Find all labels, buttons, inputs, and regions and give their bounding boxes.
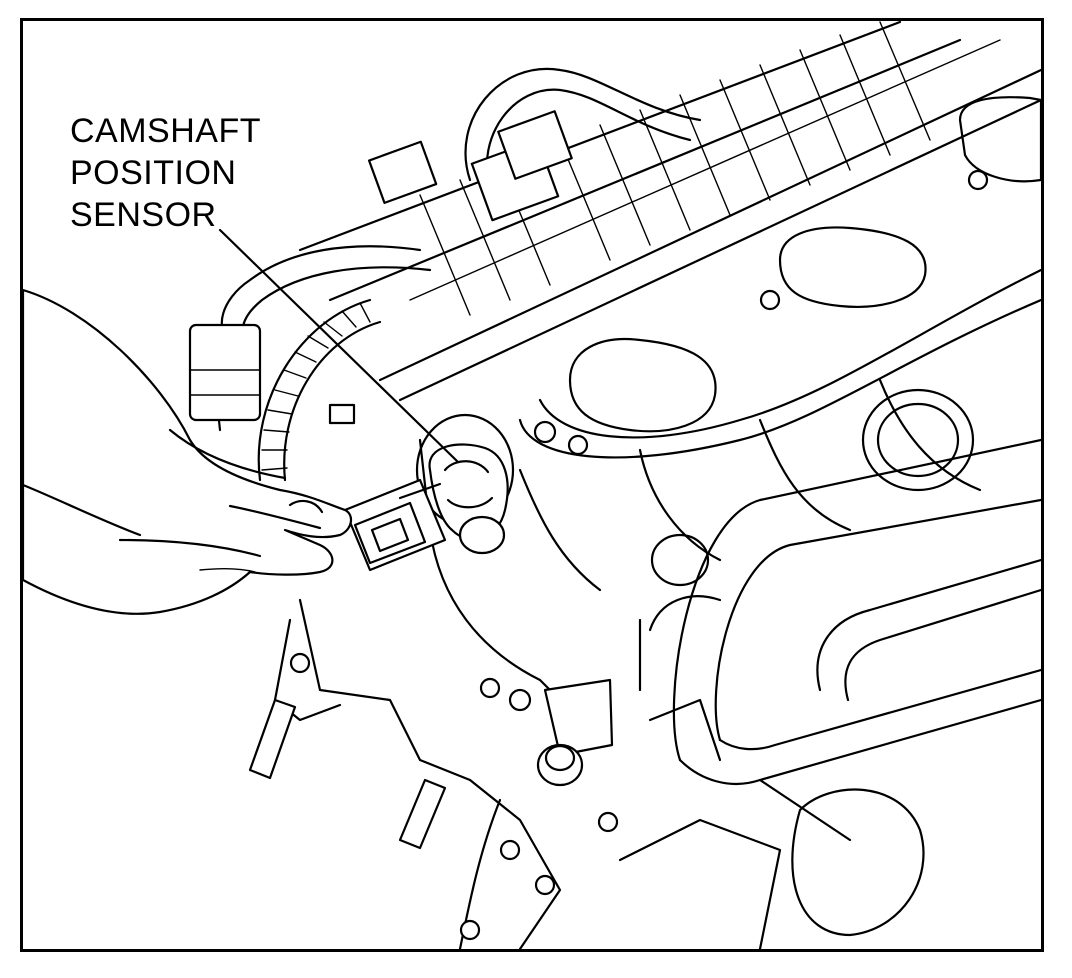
hand	[23, 288, 353, 615]
wiring-harness	[188, 67, 702, 432]
intake-runners	[638, 438, 1041, 842]
camshaft-position-sensor	[415, 413, 515, 555]
camshaft-sprocket	[257, 298, 382, 482]
label-line-2: POSITION	[70, 154, 237, 192]
label-line-3: SENSOR	[70, 196, 217, 234]
head-boss	[861, 388, 975, 492]
sensor-connector	[343, 478, 447, 572]
intake-ports	[518, 96, 1041, 459]
valve-cover	[298, 21, 1041, 402]
label-line-1: CAMSHAFT	[70, 112, 261, 150]
camshaft-position-sensor-label: CAMSHAFT POSITION SENSOR	[70, 110, 261, 236]
bolt	[536, 678, 614, 787]
leader-line	[218, 228, 460, 464]
